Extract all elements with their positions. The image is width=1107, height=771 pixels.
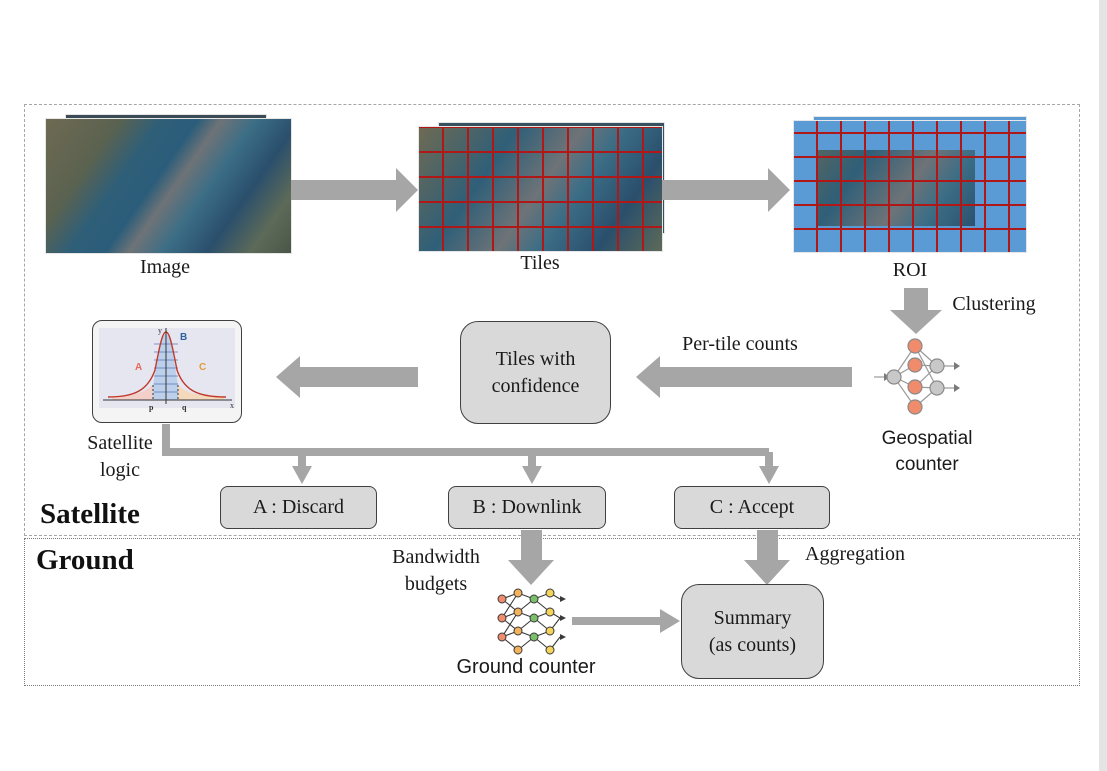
- downlink-box: B : Downlink: [448, 486, 606, 529]
- summary-box: Summary (as counts): [681, 584, 824, 679]
- tiles-with-confidence-text: Tiles with confidence: [491, 347, 580, 397]
- accept-box: C : Accept: [674, 486, 830, 529]
- arrowhead-accept: [759, 466, 779, 484]
- bandwidth-budgets-text: Bandwidth budgets: [392, 546, 480, 595]
- aggregation-label: Aggregation: [805, 543, 905, 565]
- arrow-ground-counter-to-summary: [572, 609, 680, 633]
- arrow-downlink-to-ground-counter: [508, 530, 554, 585]
- plot-region-a: A: [135, 362, 142, 373]
- ground-region: [24, 538, 1080, 686]
- image-stack: [45, 114, 292, 254]
- bandwidth-budgets-label: Bandwidth budgets: [380, 544, 492, 598]
- tiles-label: Tiles: [520, 252, 560, 274]
- discard-text: A : Discard: [252, 496, 345, 518]
- plot-marker-p: p: [149, 403, 154, 412]
- per-tile-counts-label: Per-tile counts: [682, 333, 798, 355]
- arrow-confidence-to-logic: [276, 356, 418, 398]
- satellite-region: [24, 104, 1080, 536]
- arrowhead-downlink: [522, 466, 542, 484]
- discard-box: A : Discard: [220, 486, 377, 529]
- ground-region-title: Ground: [36, 544, 134, 576]
- arrow-accept-to-summary: [744, 530, 790, 585]
- geospatial-counter-label: Geospatial counter: [866, 426, 988, 477]
- image-label: Image: [140, 256, 190, 278]
- tiles-with-confidence-box: Tiles with confidence: [460, 321, 611, 424]
- roi-stack: [793, 116, 1028, 253]
- plot-marker-q: q: [182, 403, 187, 412]
- ground-counter-label: Ground counter: [456, 656, 596, 678]
- tiles-image: [418, 126, 663, 252]
- downlink-text: B : Downlink: [472, 496, 582, 518]
- geospatial-counter-text: Geospatial counter: [881, 428, 973, 475]
- plot-region-b: B: [180, 332, 187, 343]
- satellite-image: [45, 118, 292, 254]
- arrow-image-to-tiles: [291, 168, 418, 212]
- arrow-counts-to-tiles-confidence: [636, 356, 852, 398]
- arrow-tiles-to-roi: [662, 168, 790, 212]
- satellite-logic-text: Satellite logic: [87, 432, 153, 481]
- plot-x-label: x: [230, 401, 234, 410]
- roi-label: ROI: [892, 259, 928, 281]
- connector-logic-branch: [162, 424, 773, 468]
- arrowhead-discard: [292, 466, 312, 484]
- clustering-label: Clustering: [952, 293, 1036, 315]
- tiles-stack: [418, 122, 665, 252]
- satellite-region-title: Satellite: [40, 498, 140, 530]
- satellite-logic-label: Satellite logic: [70, 430, 170, 484]
- plot-y-label: y: [158, 326, 162, 335]
- accept-text: C : Accept: [709, 496, 795, 518]
- arrow-roi-to-clustering: [890, 288, 942, 334]
- plot-region-c: C: [199, 362, 206, 373]
- page-right-edge: [1099, 0, 1107, 771]
- roi-image: [793, 120, 1027, 253]
- summary-text: Summary (as counts): [708, 606, 797, 656]
